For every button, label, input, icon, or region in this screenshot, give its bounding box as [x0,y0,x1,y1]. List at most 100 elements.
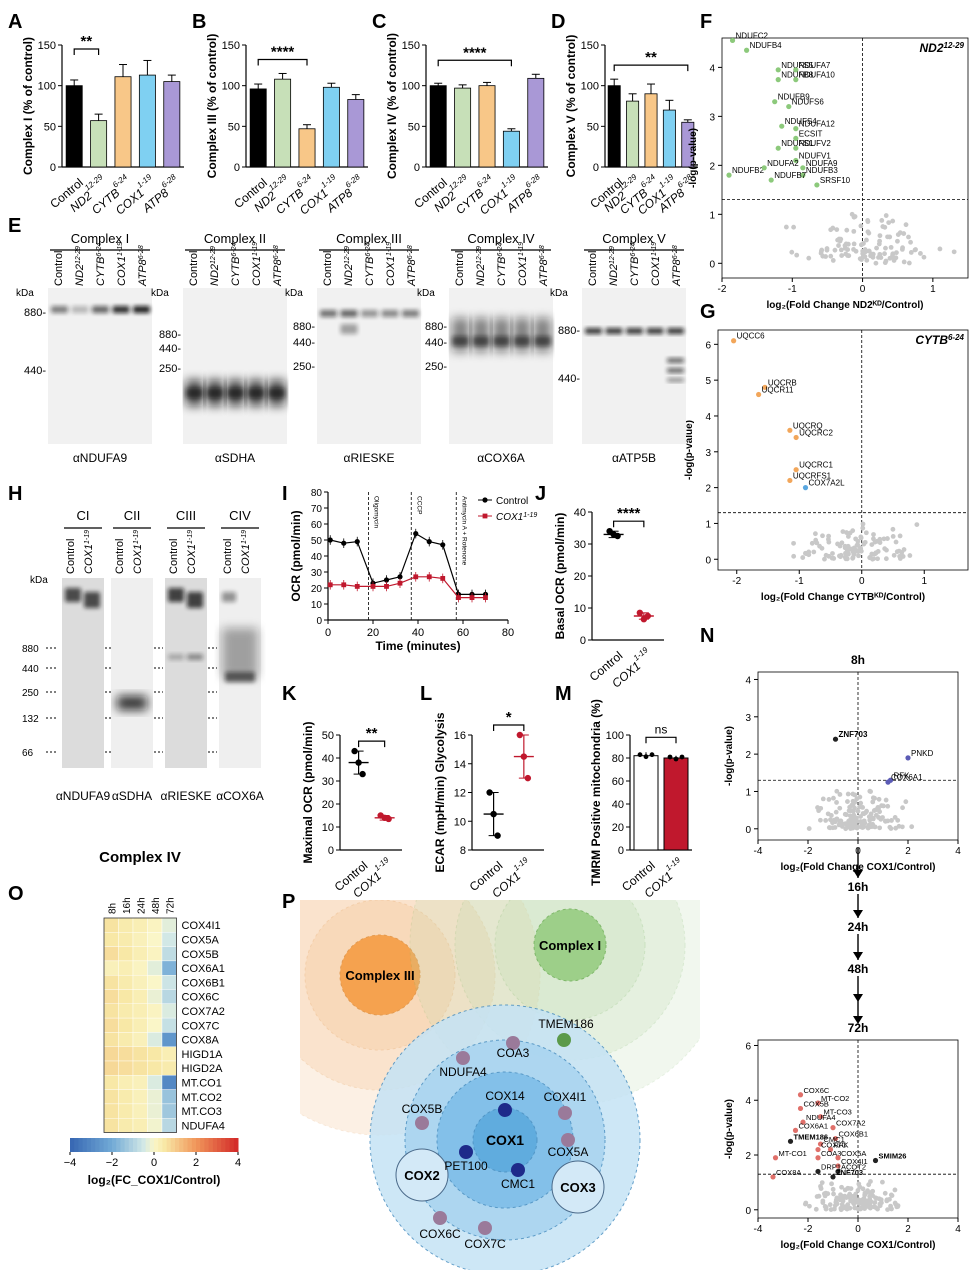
size-marker: 440- [425,337,447,349]
significance-label: * [506,709,512,726]
bar [454,87,472,168]
flow-arrowhead [853,1016,863,1024]
data-point [744,47,750,53]
y-tick-label: 70 [311,504,323,515]
background-point [824,246,830,251]
point-label: NDUFC2 [736,31,769,40]
background-point [886,220,892,226]
y-tick-label: 10 [322,822,334,834]
background-point [791,553,797,559]
blot-band [513,318,531,352]
panel-label-e: E [8,215,21,237]
heatmap-cell [147,932,163,947]
y-axis-label: -log(p-value) [724,726,735,786]
heatmap-cell [147,960,163,976]
panel-label-j: J [535,483,546,505]
size-marker: 880- [24,307,46,319]
data-point [787,477,793,484]
heatmap-cell [132,1003,148,1019]
protein-node [558,1106,572,1120]
kda-label: kDa [30,575,48,586]
significance-label: ** [645,49,657,66]
point-label: NDUFB2 [732,166,765,175]
data-point [817,1141,824,1147]
heatmap-column-label: 72h [165,897,176,914]
background-point [871,532,876,537]
colorbar-segment [107,1138,113,1152]
plot-frame [721,37,969,279]
y-tick-label: 3 [705,448,711,459]
background-point [888,244,894,250]
data-point [770,1174,776,1180]
panel-label-i: I [282,483,288,505]
data-point [729,37,736,44]
x-tick-label: 4 [955,846,961,857]
data-point [793,135,799,142]
lane-label: Control [65,539,77,574]
plot-title: CYTB6-24 [915,333,964,348]
y-tick-label: 50 [587,121,599,133]
blot-membrane [48,288,152,444]
point-label: NDUFB8 [781,71,814,80]
panel-label-m: M [555,683,572,705]
hub-label: Complex III [345,968,414,983]
x-tick-label: 2 [905,846,911,857]
heatmap-cell [132,1032,148,1047]
background-point [865,823,871,829]
bar [626,100,640,168]
point-label: NDUFA12 [799,120,836,129]
background-point [875,556,880,562]
background-point [907,553,913,558]
colorbar-segment [133,1138,138,1152]
y-tick-label: 150 [581,40,599,52]
heatmap-cell [118,946,134,962]
size-marker: 440- [293,337,315,349]
background-point [870,799,876,805]
blot-band [187,654,203,660]
background-point [834,1201,840,1207]
blot-band [452,318,469,352]
background-point [807,1203,812,1209]
heatmap-cell [118,1017,134,1033]
background-point [895,238,900,244]
colorbar-tick-label: −4 [64,1157,77,1169]
background-point [858,534,864,540]
data-point [787,1138,794,1144]
lane-label: ND212-29 [608,246,620,286]
background-point [817,543,822,549]
heatmap-cell [161,1017,177,1033]
background-point [851,228,857,234]
data-point [815,1100,821,1106]
x-tick-label: 0 [860,284,866,295]
point-label: MT-CO3 [824,1108,852,1117]
background-point [827,1202,833,1208]
y-tick-label: 50 [311,536,323,547]
x-tick-label: 1 [930,284,936,295]
colorbar-segment [82,1138,88,1152]
colorbar-segment [191,1138,197,1152]
data-point [779,123,785,129]
background-point [901,231,907,236]
blot-band [222,592,236,602]
background-point [860,521,866,527]
antibody-label: αATP5B [612,451,656,465]
y-tick-label: 40 [612,799,624,811]
injection-label: CCCP [415,496,422,514]
background-point [853,248,859,254]
heatmap-cell [118,1003,134,1019]
blot-complex-title: CIV [229,508,251,523]
data-point [800,172,806,178]
colorbar-segment [200,1138,205,1152]
background-point [876,241,882,247]
heatmap-cell [132,1046,148,1062]
background-point [848,826,853,831]
cox2-node [395,1148,449,1202]
background-point [822,556,827,562]
background-point [864,237,869,243]
plot-title: ND212-29 [920,41,965,56]
data-point [355,759,362,766]
